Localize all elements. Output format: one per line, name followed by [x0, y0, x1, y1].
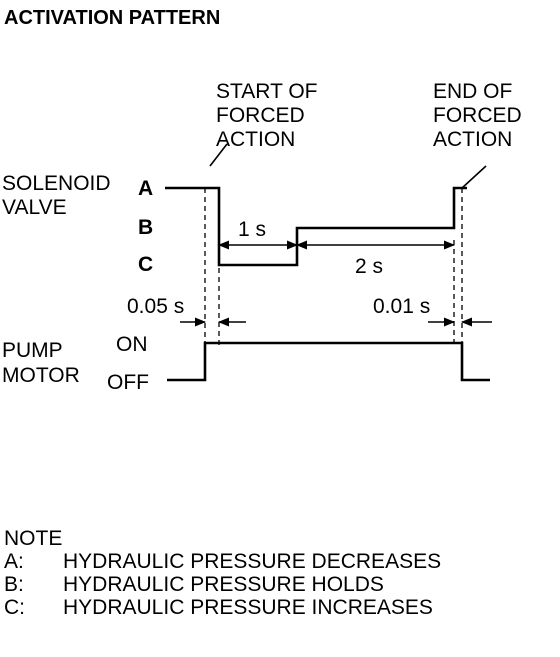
pump-label-line-1: PUMP	[2, 339, 63, 362]
pump-on-label: ON	[116, 333, 148, 356]
solenoid-valve-waveform	[165, 186, 467, 267]
note-key-b: B:	[4, 573, 24, 596]
delay-start-label: 0.05 s	[127, 295, 184, 318]
level-b-label: B	[138, 216, 153, 239]
start-label-leader	[209, 143, 228, 167]
pump-motor-waveform	[167, 341, 490, 382]
end-label-leader	[461, 165, 487, 189]
note-text-c: HYDRAULIC PRESSURE INCREASES	[63, 596, 433, 619]
pump-label-line-2: MOTOR	[2, 364, 80, 387]
note-text-b: HYDRAULIC PRESSURE HOLDS	[63, 573, 384, 596]
interval-1-label: 1 s	[238, 218, 266, 241]
note-key-c: C:	[4, 596, 25, 619]
start-label-line-2: FORCED	[216, 104, 305, 127]
note-heading: NOTE	[4, 527, 62, 550]
diagram-title: ACTIVATION PATTERN	[4, 7, 220, 29]
start-label-line-3: ACTION	[216, 128, 295, 151]
end-label-line-3: ACTION	[433, 128, 512, 151]
interval-2-label: 2 s	[355, 255, 383, 278]
solenoid-label-line-1: SOLENOID	[2, 172, 111, 195]
note-key-a: A:	[4, 550, 24, 573]
level-c-label: C	[138, 253, 153, 276]
solenoid-label-line-2: VALVE	[2, 196, 67, 219]
start-label-line-1: START OF	[216, 80, 318, 103]
start-of-forced-action-label: START OF FORCED ACTION	[216, 80, 318, 151]
end-label-line-2: FORCED	[433, 104, 522, 127]
level-a-label: A	[138, 177, 153, 200]
end-label-line-1: END OF	[433, 80, 512, 103]
note-text-a: HYDRAULIC PRESSURE DECREASES	[63, 550, 441, 573]
end-of-forced-action-label: END OF FORCED ACTION	[433, 80, 522, 151]
pump-off-label: OFF	[107, 371, 149, 394]
delay-end-label: 0.01 s	[373, 295, 430, 318]
